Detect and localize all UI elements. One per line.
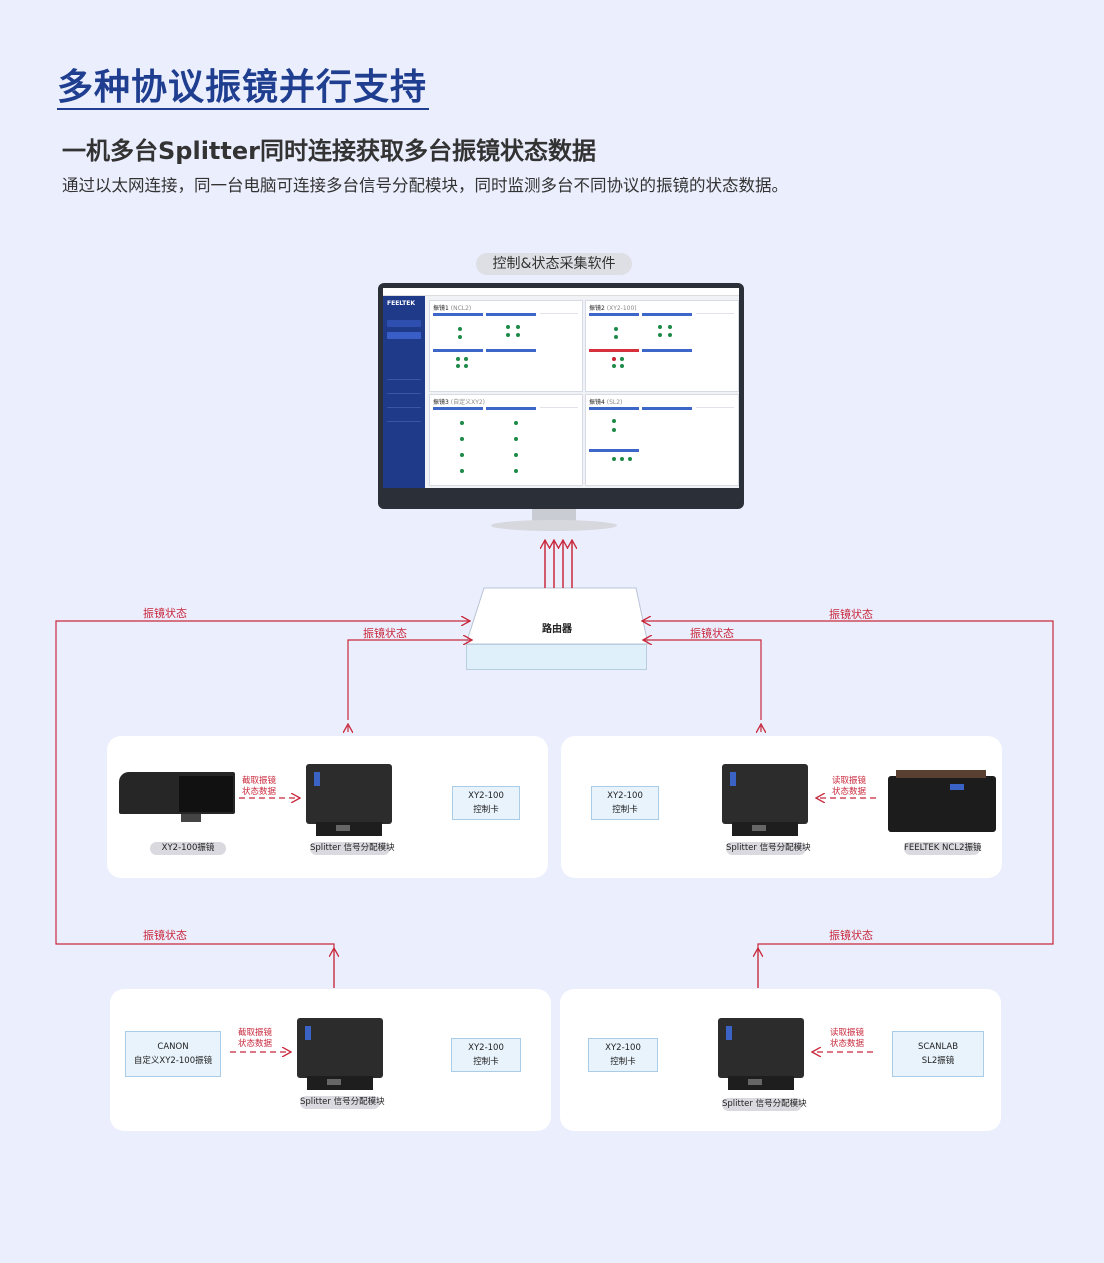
read-label: 截取振镜状态数据 xyxy=(242,776,277,797)
software-label: 控制&状态采集软件 xyxy=(476,253,632,275)
sidebar-item[interactable] xyxy=(387,320,421,327)
title-underline xyxy=(57,108,429,110)
galvo-label: FEELTEK NCL2振镜 xyxy=(904,842,982,855)
sidebar-item[interactable] xyxy=(387,386,421,394)
sidebar-item[interactable] xyxy=(387,332,421,339)
router-shape xyxy=(465,587,649,645)
status-label: 振镜状态 xyxy=(143,607,187,620)
status-label: 振镜状态 xyxy=(363,627,407,640)
panel-title: 振镜3 (自定义XY2) xyxy=(433,399,486,406)
splitter-label: Splitter 信号分配模块 xyxy=(726,842,811,855)
galvo-panel-4: 振镜4 (SL2) xyxy=(585,394,739,486)
router-label: 路由器 xyxy=(542,624,572,635)
sidebar-item[interactable] xyxy=(387,372,421,380)
splitter-module xyxy=(306,764,392,836)
status-label: 振镜状态 xyxy=(690,627,734,640)
read-label: 读取振镜状态数据 xyxy=(832,776,867,797)
splitter-label: Splitter 信号分配模块 xyxy=(310,842,395,855)
splitter-label: Splitter 信号分配模块 xyxy=(300,1096,385,1109)
page-title: 多种协议振镜并行支持 xyxy=(57,67,428,108)
sidebar-item[interactable] xyxy=(387,414,421,422)
read-label: 截取振镜状态数据 xyxy=(238,1028,273,1049)
status-label: 振镜状态 xyxy=(829,929,873,942)
software-sidebar: FEELTEK xyxy=(383,296,425,488)
window-titlebar xyxy=(383,288,739,296)
status-label: 振镜状态 xyxy=(143,929,187,942)
panel-title: 振镜2 (XY2-100) xyxy=(589,305,637,312)
router-front xyxy=(466,644,647,670)
splitter-label: Splitter 信号分配模块 xyxy=(722,1098,807,1111)
splitter-module xyxy=(297,1018,383,1090)
monitor-neck xyxy=(532,509,576,523)
brand-logo: FEELTEK xyxy=(387,300,415,307)
splitter-module xyxy=(718,1018,804,1090)
software-screen: FEELTEK 振镜1 (NCL2) 振镜2 (XY2-100) xyxy=(383,288,739,488)
read-label: 读取振镜状态数据 xyxy=(830,1028,865,1049)
galvo-panel-2: 振镜2 (XY2-100) xyxy=(585,300,739,392)
status-label: 振镜状态 xyxy=(829,608,873,621)
panel-title: 振镜1 (NCL2) xyxy=(433,305,472,312)
page-subtitle: 一机多台Splitter同时连接获取多台振镜状态数据 xyxy=(62,137,596,165)
xy2-galvo-device xyxy=(119,772,235,826)
monitor-base xyxy=(491,520,617,531)
sidebar-item[interactable] xyxy=(387,400,421,408)
galvo-panel-1: 振镜1 (NCL2) xyxy=(429,300,583,392)
monitor: FEELTEK 振镜1 (NCL2) 振镜2 (XY2-100) xyxy=(378,283,744,509)
galvo-label: XY2-100振镜 xyxy=(150,842,226,855)
splitter-module xyxy=(722,764,808,836)
ncl2-galvo-device xyxy=(888,770,996,832)
page-description: 通过以太网连接，同一台电脑可连接多台信号分配模块，同时监测多台不同协议的振镜的状… xyxy=(62,176,788,195)
panel-title: 振镜4 (SL2) xyxy=(589,399,623,406)
galvo-panel-3: 振镜3 (自定义XY2) xyxy=(429,394,583,486)
